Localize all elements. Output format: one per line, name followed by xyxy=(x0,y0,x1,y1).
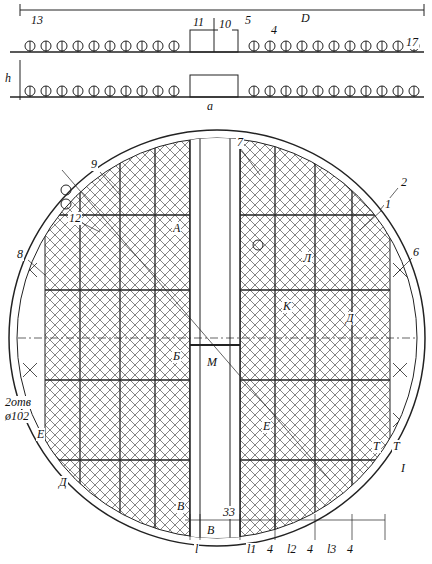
callout-label: 5 xyxy=(244,14,252,27)
callout-label: В xyxy=(206,524,215,537)
callout-label: l3 xyxy=(326,543,337,556)
callout-label: 8 xyxy=(16,248,24,261)
callout-label: 4 xyxy=(346,543,354,556)
callout-label: 9 xyxy=(90,158,98,171)
callout-label: А xyxy=(172,222,181,235)
callout-label: 10 xyxy=(218,18,232,31)
callout-label: D xyxy=(300,12,311,25)
callout-label: М xyxy=(206,356,218,369)
callout-label: h xyxy=(4,72,12,85)
callout-label: 7 xyxy=(236,136,244,149)
callout-label: 2отв xyxy=(4,396,32,409)
side-view xyxy=(10,4,424,100)
callout-label: l2 xyxy=(286,543,297,556)
callout-label: Б xyxy=(172,350,181,363)
callout-label: 11 xyxy=(192,16,205,29)
callout-label: Т xyxy=(372,440,381,453)
callout-label: Е xyxy=(36,428,45,441)
callout-label: l xyxy=(194,543,199,556)
callout-label: 4 xyxy=(266,543,274,556)
callout-label: В xyxy=(176,500,185,513)
callout-label: К xyxy=(282,300,292,313)
callout-label: I xyxy=(400,462,406,475)
callout-label: a xyxy=(206,100,214,113)
callout-label: Т xyxy=(392,440,401,453)
callout-label: 4 xyxy=(306,543,314,556)
callout-label: 1 xyxy=(384,198,392,211)
callout-label: 12 xyxy=(68,212,82,225)
callout-label: 2 xyxy=(400,176,408,189)
callout-label: l1 xyxy=(246,543,257,556)
callout-label: 33 xyxy=(222,506,236,519)
callout-label: ø102 xyxy=(4,410,30,423)
callout-label: 4 xyxy=(270,24,278,37)
callout-label: Е xyxy=(262,420,271,433)
callout-label: Л xyxy=(302,252,312,265)
plan-view xyxy=(9,130,425,550)
callout-label: Д xyxy=(345,312,355,325)
callout-label: 6 xyxy=(412,246,420,259)
callout-label: Д xyxy=(58,476,68,489)
callout-label: 17 xyxy=(405,36,419,49)
callout-label: 13 xyxy=(30,14,44,27)
